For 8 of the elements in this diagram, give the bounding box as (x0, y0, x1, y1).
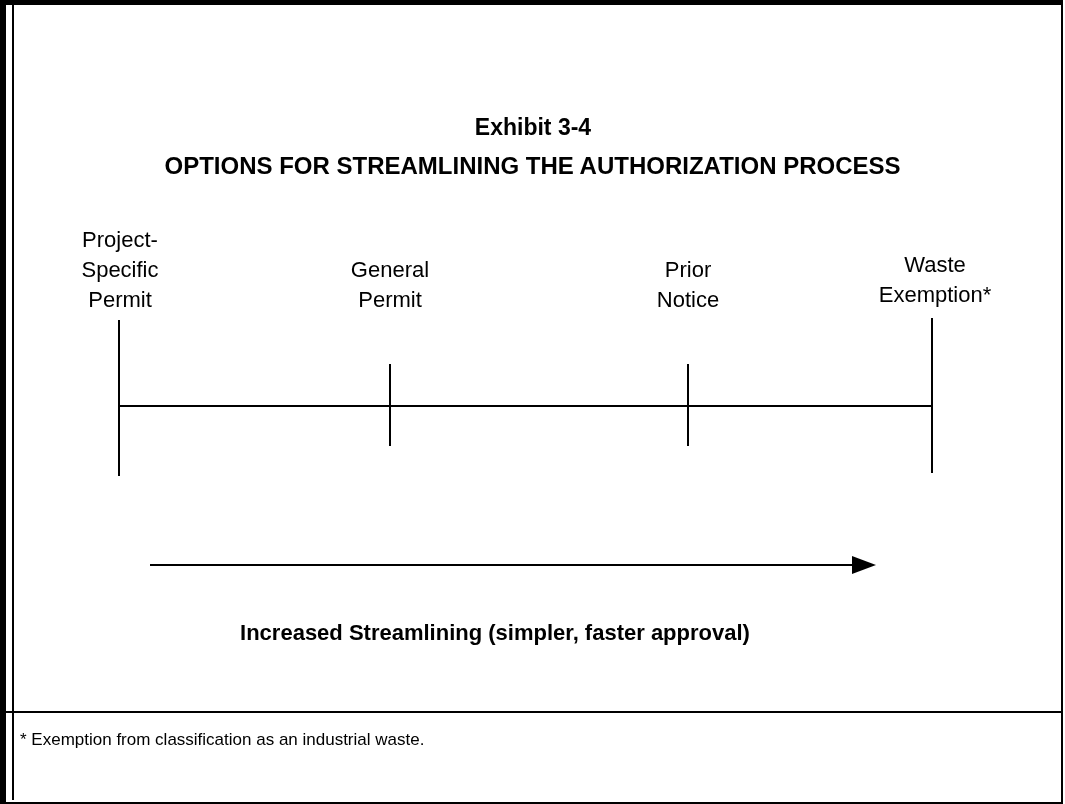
footnote: * Exemption from classification as an industrial waste. (20, 730, 425, 750)
exhibit-number: Exhibit 3-4 (473, 113, 593, 142)
diagram-title: OPTIONS FOR STREAMLINING THE AUTHORIZATION PROCESS (163, 151, 902, 181)
scale-label: Waste Exemption* (877, 251, 993, 309)
arrow-caption: Increased Streamlining (simpler, faster approval) (239, 619, 751, 647)
scale-label: Prior Notice (655, 256, 721, 314)
scale-label: General Permit (349, 256, 431, 314)
scale-label: Project-Specific Permit (80, 226, 160, 314)
